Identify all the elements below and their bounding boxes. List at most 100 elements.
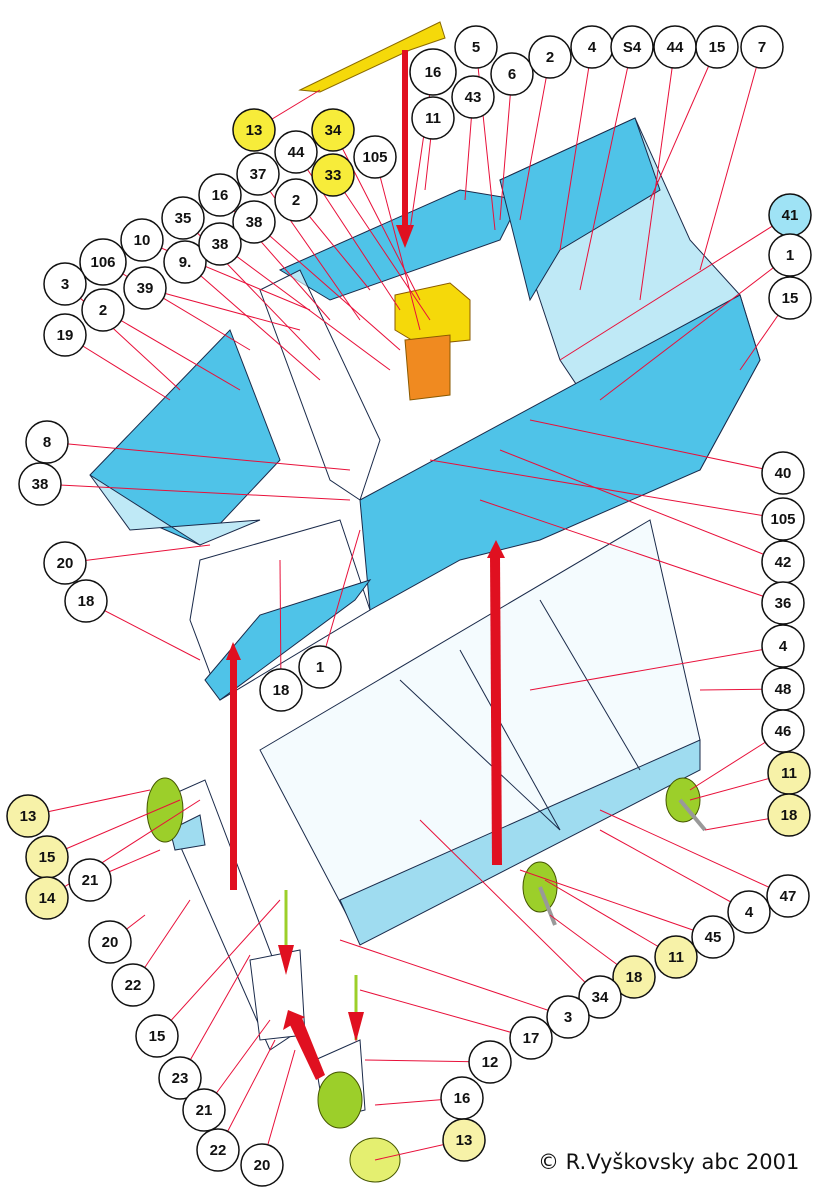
callout-label: 15: [782, 290, 799, 307]
leader-line: [599, 254, 791, 401]
callout-circle: [79, 238, 127, 286]
chassis-divider: [539, 599, 641, 771]
part-callout-1: 1: [768, 233, 812, 277]
part-callout-33: 33: [311, 153, 355, 197]
callout-circle: [411, 96, 455, 140]
callout-label: 36: [775, 595, 792, 612]
part-callout-4: 4: [727, 890, 771, 934]
callout-circle: [259, 668, 303, 712]
arrow-shaft-up: [490, 555, 502, 865]
deck-panel-right: [499, 117, 661, 302]
callout-label: 20: [57, 555, 74, 572]
turret-orange: [404, 334, 451, 401]
part-callout-S4: S4: [610, 25, 654, 69]
callout-label: 37: [250, 166, 267, 183]
callout-label: 2: [292, 192, 300, 209]
callout-label: 22: [125, 977, 142, 994]
part-callout-3: 3: [43, 262, 87, 306]
callout-circle: [767, 793, 811, 837]
callout-circle: [123, 266, 167, 310]
part-callout-18: 18: [64, 579, 108, 623]
copyright-notice: © R.Vyškovsky abc 2001: [538, 1150, 800, 1174]
callout-circle: [163, 240, 207, 284]
part-callout-9: 9.: [163, 240, 207, 284]
callout-label: 13: [456, 1132, 473, 1149]
callout-label: 22: [210, 1142, 227, 1159]
part-callout-11: 11: [411, 96, 455, 140]
callout-label: 7: [758, 39, 766, 56]
leader-line: [64, 544, 211, 564]
part-callout-12: 12: [468, 1040, 512, 1084]
part-callout-36: 36: [761, 581, 805, 625]
callout-label: 34: [592, 989, 609, 1006]
callout-circle: [232, 200, 276, 244]
part-callout-20: 20: [240, 1143, 284, 1187]
leader-line: [599, 829, 750, 913]
callout-circle: [468, 1040, 512, 1084]
callout-circle: [198, 173, 242, 217]
chassis-divider: [459, 649, 561, 831]
callout-label: 1: [786, 247, 794, 264]
callout-label: 18: [781, 807, 798, 824]
callout-label: 34: [325, 122, 342, 139]
part-callout-38: 38: [18, 462, 62, 506]
part-callout-35: 35: [161, 196, 205, 240]
part-callout-14: 14: [25, 876, 69, 920]
part-callout-13: 13: [232, 108, 276, 152]
turret-yellow: [394, 282, 471, 346]
part-callout-45: 45: [691, 915, 735, 959]
leader-line: [529, 645, 784, 691]
callout-label: 48: [775, 681, 792, 698]
callout-circle: [546, 995, 590, 1039]
part-callout-10: 10: [120, 218, 164, 262]
callout-circle: [25, 876, 69, 920]
callout-circle: [490, 52, 534, 96]
callout-circle: [18, 462, 62, 506]
callout-circle: [612, 955, 656, 999]
leader-line: [102, 309, 241, 391]
arrow-shaft: [230, 660, 237, 890]
callout-label: 13: [246, 122, 263, 139]
callout-circle: [232, 108, 276, 152]
arrow-diag: [290, 1018, 325, 1080]
callout-label: 19: [57, 327, 74, 344]
callout-circle: [768, 276, 812, 320]
callout-label: 39: [137, 280, 154, 297]
callout-circle: [111, 963, 155, 1007]
callout-label: 15: [709, 39, 726, 56]
callout-circle: [761, 451, 805, 495]
leader-line: [319, 529, 361, 668]
callout-label: 18: [626, 969, 643, 986]
callout-label: 40: [775, 465, 792, 482]
part-callout-43: 43: [451, 75, 495, 119]
callout-label: 45: [705, 929, 722, 946]
callout-circle: [766, 874, 810, 918]
leader-line: [599, 809, 789, 897]
part-callout-21: 21: [68, 858, 112, 902]
callout-circle: [768, 233, 812, 277]
nose-blue-strip: [204, 579, 372, 701]
part-callout-4: 4: [570, 25, 614, 69]
callout-label: 21: [196, 1102, 213, 1119]
callout-circle: [135, 1014, 179, 1058]
part-callout-8: 8: [25, 420, 69, 464]
main-side-panel: [359, 294, 761, 611]
part-callout-15: 15: [25, 835, 69, 879]
callout-circle: [654, 935, 698, 979]
part-callout-44: 44: [274, 130, 318, 174]
part-callout-16: 16: [198, 173, 242, 217]
callout-circle: [64, 579, 108, 623]
callout-circle: [311, 108, 355, 152]
callout-circle: [43, 262, 87, 306]
callout-circle: [761, 581, 805, 625]
leader-line: [359, 989, 532, 1039]
leader-line: [39, 483, 351, 501]
front-plate: [259, 269, 381, 501]
part-callout-5: 5: [454, 25, 498, 69]
callout-circle: [43, 541, 87, 585]
callout-label: 21: [82, 872, 99, 889]
callout-label: 105: [770, 511, 795, 528]
callout-circle: [727, 890, 771, 934]
part-callout-15: 15: [768, 276, 812, 320]
part-callout-13: 13: [442, 1118, 486, 1162]
